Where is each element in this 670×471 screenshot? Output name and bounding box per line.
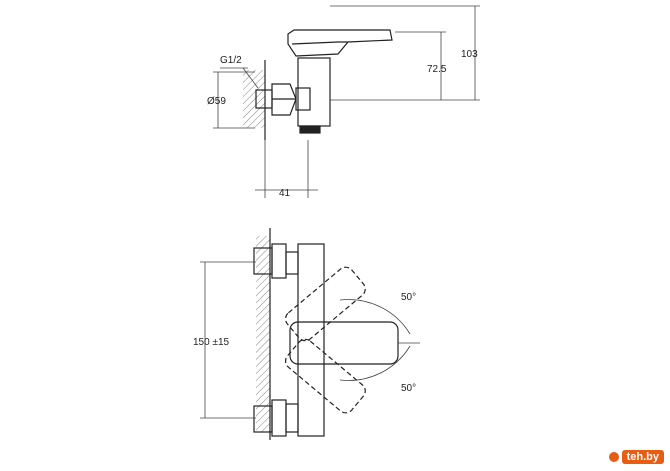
watermark: teh.by xyxy=(608,448,664,465)
label-height-spout: 72.5 xyxy=(427,64,447,75)
angle-arc-up xyxy=(339,299,411,335)
side-view xyxy=(243,29,393,140)
watermark-logo-icon xyxy=(608,451,619,462)
watermark-text: teh.by xyxy=(621,449,664,464)
label-center-distance: 150 ±15 xyxy=(193,337,230,348)
front-view xyxy=(253,228,399,440)
label-angle-down: 50° xyxy=(401,383,416,394)
mixer-body-front xyxy=(297,243,325,437)
label-thread: G1/2 xyxy=(220,55,242,66)
angle-arc-down xyxy=(339,345,411,381)
mixer-body xyxy=(297,57,331,127)
wall-hatch-top xyxy=(243,70,265,128)
label-angle-up: 50° xyxy=(401,292,416,303)
bottom-outlet xyxy=(299,125,321,134)
side-dimensions xyxy=(213,5,480,198)
hex-nut xyxy=(271,83,297,116)
handle-rotated-up xyxy=(284,266,366,342)
handle xyxy=(289,321,399,365)
lower-nut xyxy=(271,399,287,437)
label-height-total: 103 xyxy=(461,49,478,60)
label-diameter: Ø59 xyxy=(207,96,226,107)
wall-hatch-bottom xyxy=(256,236,270,432)
label-depth: 41 xyxy=(279,188,291,199)
upper-nut xyxy=(271,243,287,279)
connector xyxy=(295,87,311,111)
handle-rotated-down xyxy=(284,338,366,414)
front-dimensions xyxy=(200,261,420,419)
